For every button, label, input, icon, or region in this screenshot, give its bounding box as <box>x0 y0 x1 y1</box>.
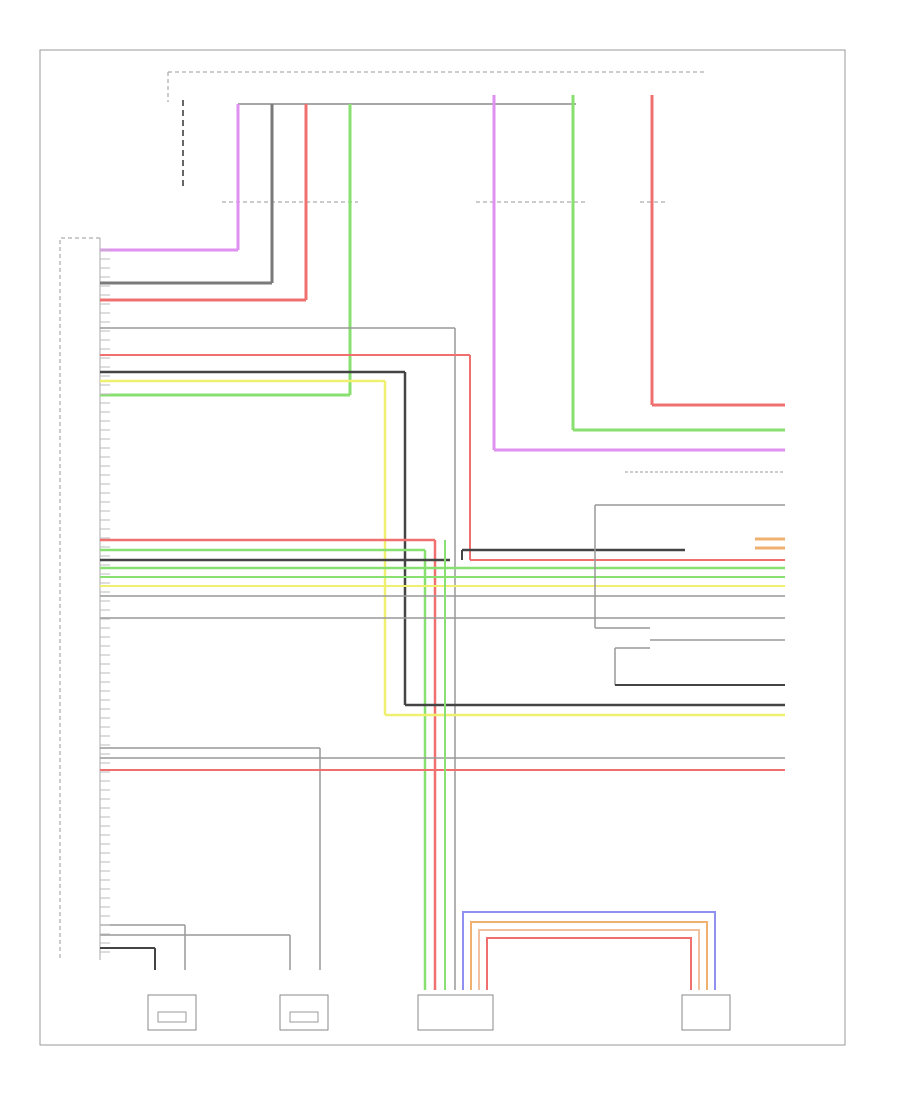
bottom-components <box>147 994 731 1031</box>
diagram-border <box>39 49 846 1046</box>
module-pin-ticks <box>100 249 110 953</box>
right-side-leads <box>494 403 785 452</box>
component-box-1 <box>147 994 197 1031</box>
component-box-2 <box>279 994 329 1031</box>
left-power-leads <box>100 248 350 397</box>
control-module-outline <box>59 237 100 960</box>
lower-wires <box>100 747 785 970</box>
upper-signal-wires <box>100 327 471 990</box>
top-feed-wires <box>182 95 654 450</box>
right-connector-stubs <box>385 471 785 717</box>
component-box-3 <box>417 994 494 1031</box>
sensor-harness <box>444 540 716 990</box>
component-box-4 <box>681 994 731 1031</box>
